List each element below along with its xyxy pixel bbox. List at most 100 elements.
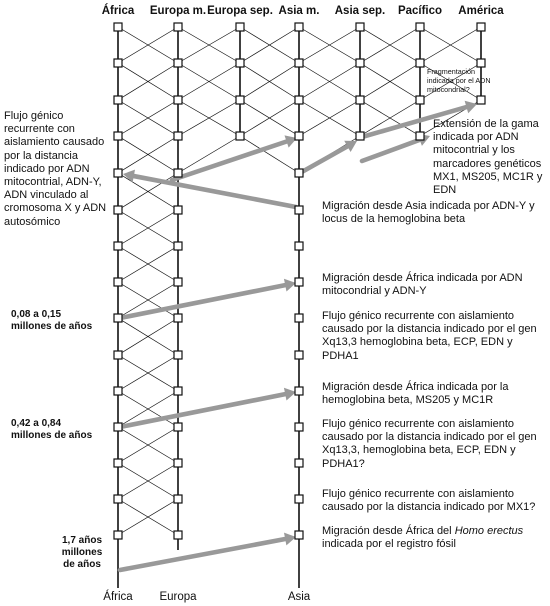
population-node [173,350,183,360]
arrow-shaft [131,173,299,210]
gene-flow-edge [117,135,179,174]
population-node [294,168,304,178]
population-node [294,386,304,396]
annotation-africa-migration-mtdna: Migración desde África indicada por ADN … [322,272,523,298]
population-node [113,530,123,540]
gene-flow-edge [117,26,179,64]
population-node [294,22,304,32]
gene-flow-edge [298,99,361,137]
population-node [476,95,486,105]
population-node [113,241,123,251]
population-node [235,22,245,32]
population-node [294,241,304,251]
column-label-america: América [458,5,504,17]
arrow-head [283,278,296,292]
population-node [294,530,304,540]
population-node [294,277,304,287]
arrow-shaft [359,137,422,164]
population-node [173,95,183,105]
gene-flow-edge [239,26,300,64]
bottom-labels: África Europa Asia [103,590,310,603]
arrow-head [284,135,297,148]
column-label-europa-m: Europa m. [150,5,206,17]
erectus-species-name: Homo erectus [454,525,524,537]
bottom-label-africa: África [103,590,133,603]
gene-flow-edge [117,209,179,247]
population-node [173,386,183,396]
population-node [113,494,123,504]
lattice-nodes [113,22,486,540]
population-node [294,458,304,468]
annotation-africa-migration-beta: Migración desde África indicada por la h… [322,381,509,407]
arrow-head [464,100,477,114]
annotation-range-extension: Extensión de la gama indicada por ADN mi… [433,118,543,197]
asia-migration-arrow [123,169,299,210]
population-node [173,530,183,540]
range-extension-arrow-3 [359,100,477,140]
population-node [113,313,123,323]
population-node [235,95,245,105]
population-node [173,168,183,178]
gene-flow-edge [117,498,179,536]
population-node [173,313,183,323]
population-node [113,22,123,32]
population-node [173,58,183,68]
population-node [113,277,123,287]
africa-migration-arrow-1 [117,278,296,321]
gene-flow-edge [359,99,421,137]
population-node [476,22,486,32]
range-extension-arrow-2 [297,140,357,176]
population-node [415,22,425,32]
arrow-shaft [117,282,288,321]
population-node [173,205,183,215]
population-node [173,241,183,251]
gene-flow-edge [117,281,179,319]
arrow-shaft [359,104,469,140]
erectus-text-suffix: indicada por el registro fósil [322,538,456,551]
population-node [113,131,123,141]
gene-flow-edge [177,99,241,137]
gene-flow-edge [177,62,241,101]
arrow-head [123,169,136,183]
population-node [173,277,183,287]
annotation-gene-flow-xq13-question: Flujo génico recurrente con aislamiento … [322,418,537,470]
time-label-0-08: 0,08 a 0,15 millones de años [11,309,93,332]
annotation-homo-erectus: Migración desde África del Homo erectus … [322,525,546,551]
annotation-asia-migration: Migración desde Asia indicada por ADN-Y … [322,200,535,226]
population-node [113,422,123,432]
arrow-shaft [117,536,288,573]
population-node [355,58,365,68]
time-label-1-7: 1,7 años millones de años [61,535,103,570]
erectus-text-prefix: Migración desde África del [322,525,452,537]
gene-flow-edge [239,62,300,101]
population-node [355,131,365,141]
left-gene-flow-note: Flujo génico recurrente con aislamiento … [4,110,107,228]
population-node [113,458,123,468]
mitochondrial-fragmentation-note: Fragmentación indicada por el ADN mitoco… [427,67,491,94]
africa-migration-arrow-2 [117,387,296,430]
population-node [173,22,183,32]
gene-flow-edge [239,135,300,174]
gene-flow-edge [117,99,179,137]
population-node [476,58,486,68]
population-node [113,205,123,215]
gene-flow-edge [117,462,179,500]
population-node [294,494,304,504]
gene-flow-edge [117,390,179,428]
migration-arrows [117,100,477,573]
population-node [415,58,425,68]
population-node [294,422,304,432]
column-label-africa: África [102,4,135,17]
population-node [235,131,245,141]
population-node [235,58,245,68]
column-label-asia-sep: Asia sep. [335,5,386,17]
homo-erectus-migration-arrow [117,532,296,573]
population-node [113,168,123,178]
annotation-gene-flow-xq13: Flujo génico recurrente con aislamiento … [322,310,537,362]
gene-flow-edge [177,135,241,174]
population-node [113,95,123,105]
population-node [294,313,304,323]
population-node [113,58,123,68]
gene-flow-edge [117,62,179,101]
